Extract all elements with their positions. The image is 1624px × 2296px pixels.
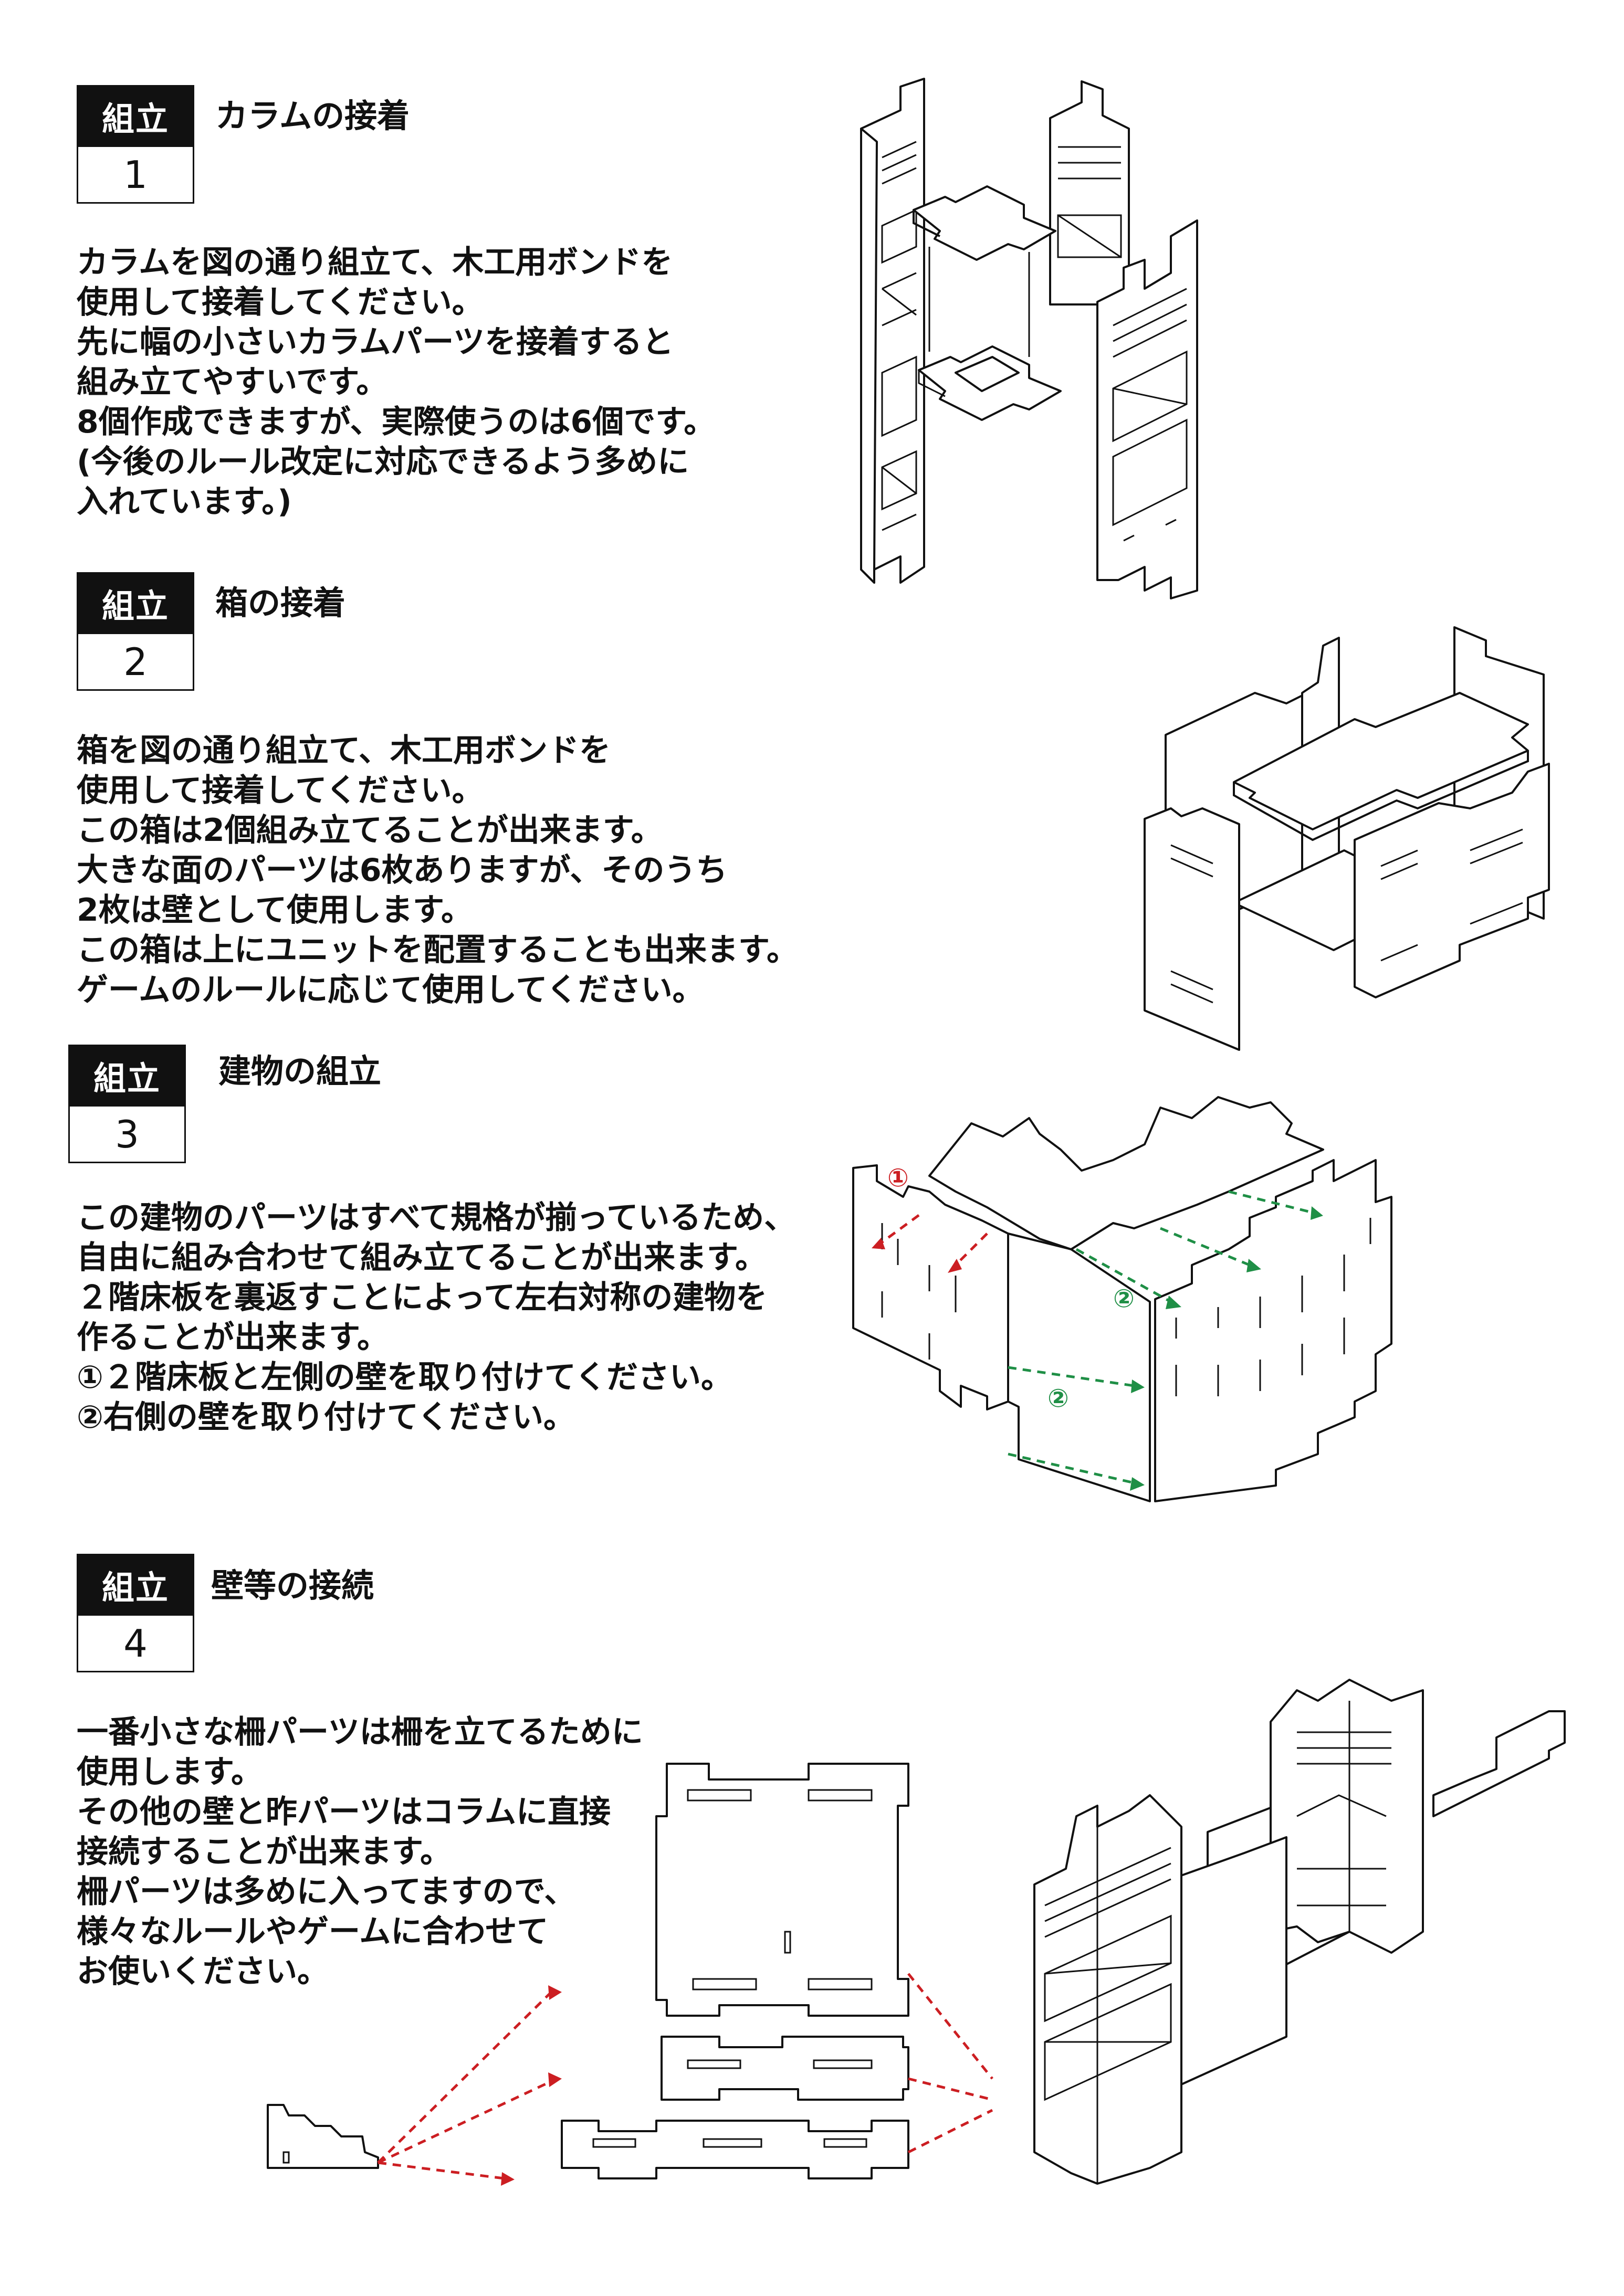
step-3-line: この建物のパーツはすべて規格が揃っているため、 [77,1199,796,1236]
step-2-label-word: 組立 [77,572,194,634]
step-2-line: 箱を図の通り組立て、木工用ボンドを [77,732,611,769]
step-2-line: この箱は2個組み立てることが出来ます。 [77,812,663,849]
step-4-line: 柵パーツは多めに入ってますので、 [77,1873,576,1910]
step-2-line: 使用して接着してください。 [77,772,484,809]
step-4-line: 一番小さな柵パーツは柵を立てるために [77,1714,643,1751]
step-3-building-illustration: ① ② ② [852,1096,1392,1502]
step-4-line: その他の壁と昨パーツはコラムに直接 [77,1794,611,1830]
step-1-column-illustration [860,78,1198,599]
step-2-line: 大きな面のパーツは6枚ありますが、そのうち [77,852,728,889]
step-3-title: 建物の組立 [218,1052,382,1090]
step-2-title: 箱の接着 [215,584,346,622]
step-4-label: 組立 4 [77,1554,194,1672]
step-2-label: 組立 2 [77,572,194,691]
step-1-label-word: 組立 [77,85,194,147]
step-2-text: 箱を図の通り組立て、木工用ボンドを 使用して接着してください。 この箱は2個組み… [77,731,798,1010]
step-3-line: 作ることが出来ます。 [77,1319,389,1356]
step-4-line: 接続することが出来ます。 [77,1834,452,1870]
step-4-line: 使用します。 [77,1754,263,1791]
step-2-line: 2枚は壁として使用します。 [77,892,473,929]
step-1-number: 1 [77,147,194,204]
step-3-label: 組立 3 [68,1045,186,1163]
step-2-line: この箱は上にユニットを配置することも出来ます。 [77,932,798,968]
mark-2-label: ② [1047,1384,1069,1413]
step-1-line: 組み立てやすいです。 [77,364,388,401]
step-4-text: 一番小さな柵パーツは柵を立てるために 使用します。 その他の壁と昨パーツはコラム… [77,1712,643,1992]
step-3-line: ②右側の壁を取り付けてください。 [77,1399,575,1436]
step-2-number: 2 [77,634,194,691]
step-4-assembled-illustration [1033,1679,1566,2185]
step-3-line: ①２階床板と左側の壁を取り付けてください。 [77,1359,732,1396]
step-1-line: カラムを図の通り組立て、木工用ボンドを [77,244,673,281]
step-3-label-word: 組立 [68,1045,186,1107]
mark-2-label: ② [1113,1284,1135,1313]
step-3-line: 自由に組み合わせて組み立てることが出来ます。 [77,1239,767,1276]
step-1-line: 使用して接着してください。 [77,284,484,321]
step-1-text: カラムを図の通り組立て、木工用ボンドを 使用して接着してください。 先に幅の小さ… [77,243,715,522]
step-3-number: 3 [68,1107,186,1163]
step-4-label-word: 組立 [77,1554,194,1616]
step-4-wall-parts [267,1763,993,2186]
step-4-title: 壁等の接続 [211,1566,374,1605]
step-4-number: 4 [77,1616,194,1672]
step-1-line: 先に幅の小さいカラムパーツを接着すると [77,324,674,361]
step-4-line: お使いください。 [77,1953,329,1990]
step-2-line: ゲームのルールに応じて使用してください。 [77,972,704,1008]
step-1-title: カラムの接着 [215,97,410,135]
step-2-box-illustration [1144,626,1550,1051]
step-4-line: 様々なルールやゲームに合わせて [77,1913,549,1950]
mark-1-label: ① [887,1163,909,1193]
step-1-line: 入れています。) [77,483,292,520]
step-3-text: この建物のパーツはすべて規格が揃っているため、 自由に組み合わせて組み立てること… [77,1198,795,1437]
step-3-line: ２階床板を裏返すことによって左右対称の建物を [77,1279,768,1316]
step-1-line: 8個作成できますが、実際使うのは6個です。 [77,404,716,440]
step-1-label: 組立 1 [77,85,194,204]
step-1-line: (今後のルール改定に対応できるよう多めに [77,444,689,480]
